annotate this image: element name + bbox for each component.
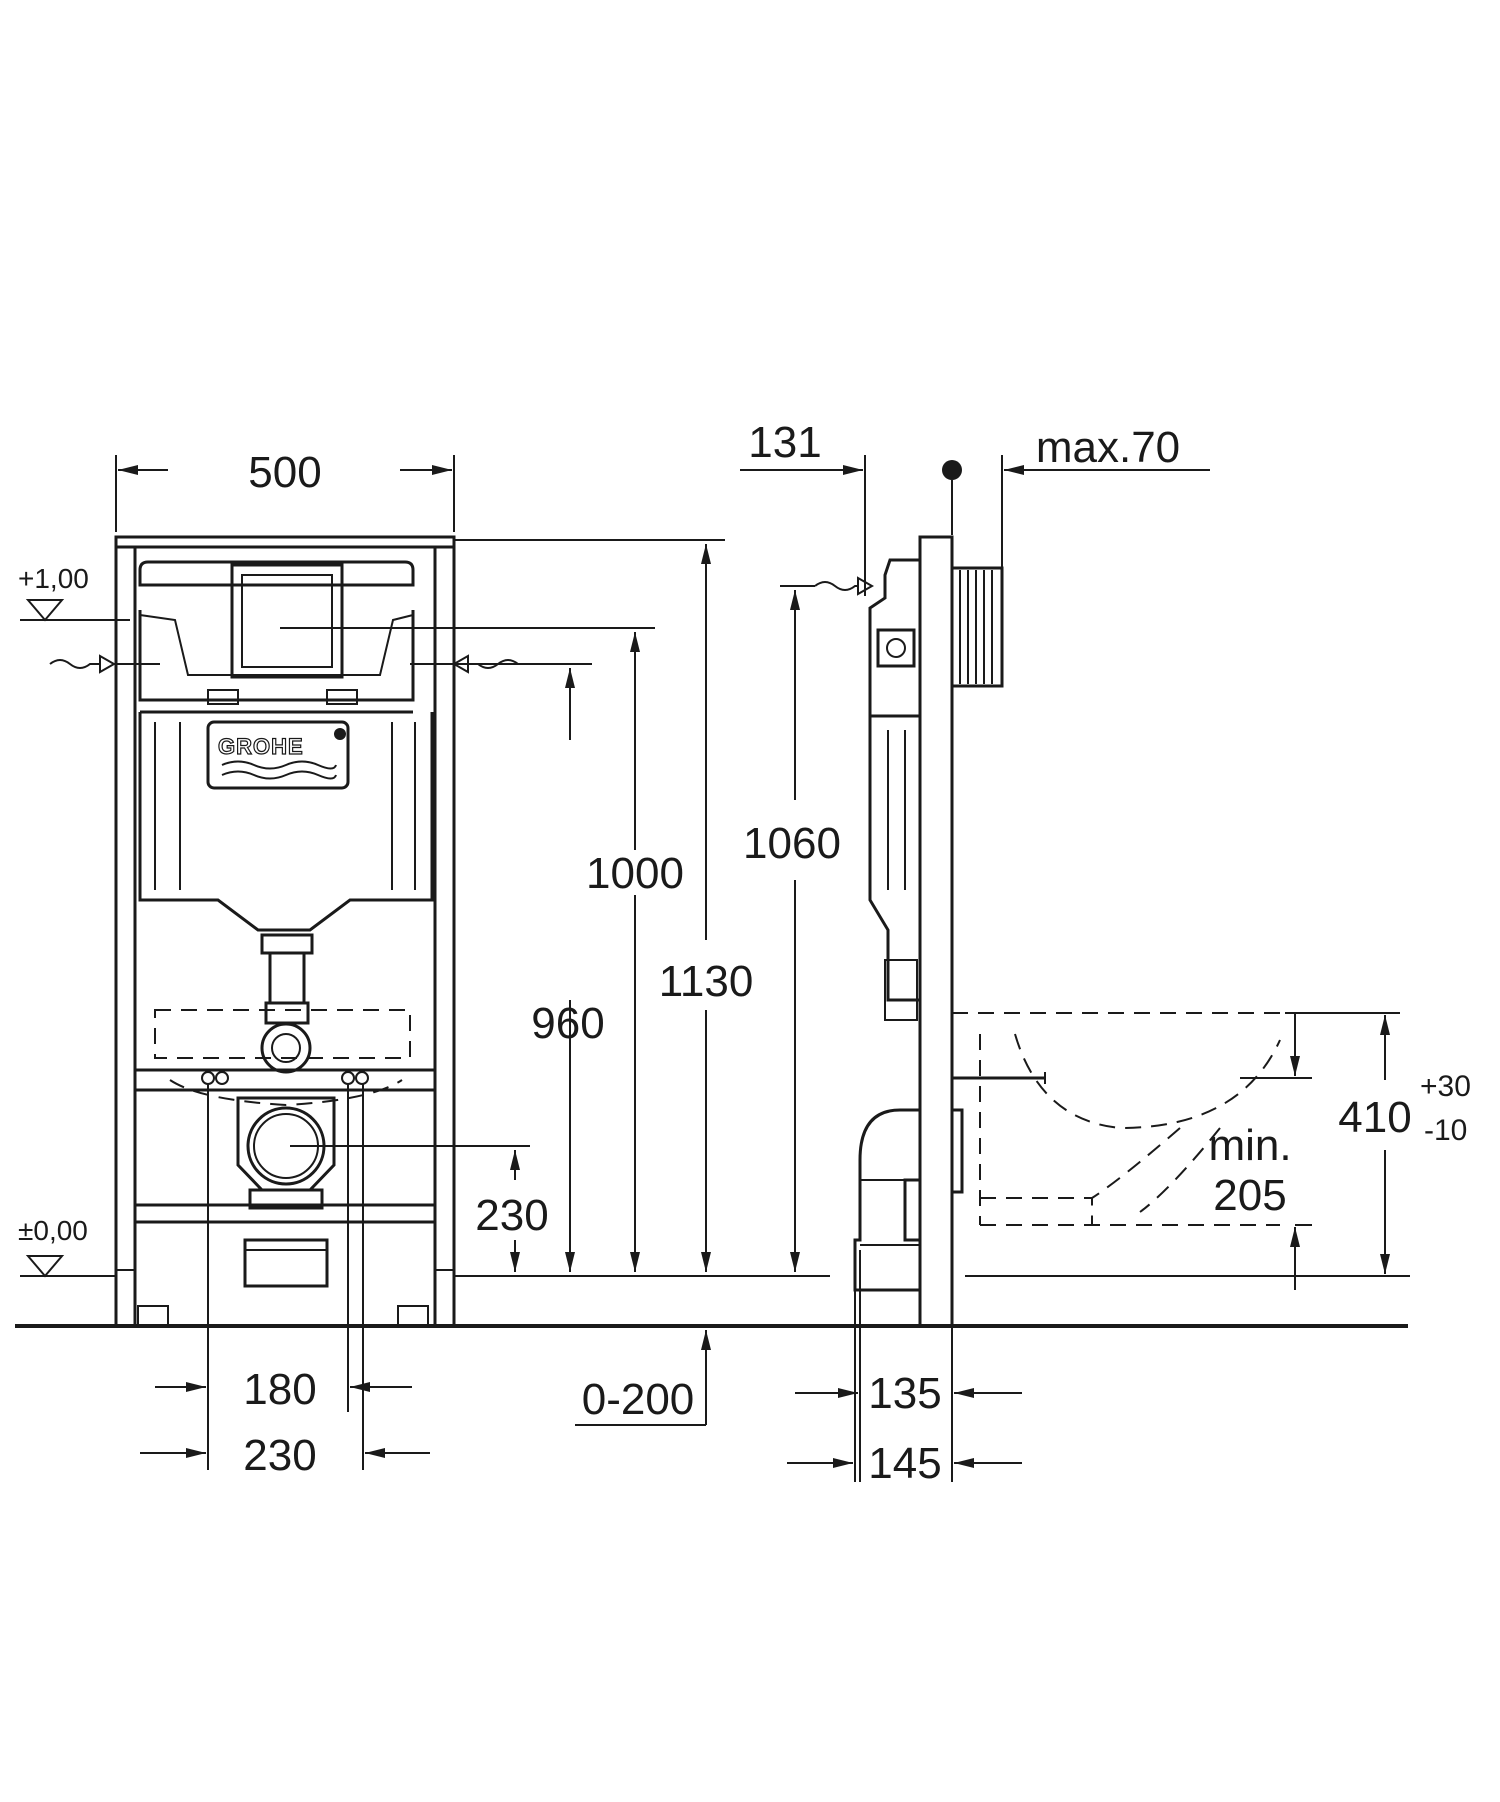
dim-height-1000: 1000 bbox=[586, 632, 684, 1272]
logo-text: GROHE bbox=[218, 734, 304, 759]
level-floor-label: ±0,00 bbox=[18, 1215, 88, 1246]
dim-410-tol-minus: -10 bbox=[1424, 1114, 1467, 1147]
dim-depth-131: 131 bbox=[740, 418, 866, 596]
front-frame bbox=[114, 535, 456, 1327]
dim-width-500: 500 bbox=[115, 448, 455, 532]
grohe-logo: GROHE bbox=[206, 720, 350, 790]
side-water-inlet bbox=[780, 576, 875, 596]
dim-0-200-label: 0-200 bbox=[582, 1375, 695, 1424]
side-waste-pipe bbox=[853, 1072, 1046, 1292]
dim-1130-label: 1130 bbox=[659, 957, 754, 1006]
dim-500-label: 500 bbox=[248, 448, 321, 497]
flush-pipe bbox=[154, 933, 411, 1288]
dim-height-230: 230 bbox=[475, 1150, 549, 1272]
dim-131-label: 131 bbox=[748, 418, 821, 467]
dim-1000-label: 1000 bbox=[586, 849, 684, 898]
dim-bottom-230: 230 bbox=[140, 1084, 430, 1480]
dim-180-label: 180 bbox=[243, 1365, 316, 1414]
dim-adjust-0-200: 0-200 bbox=[575, 1330, 711, 1426]
level-marker-top: +1,00 bbox=[18, 563, 130, 622]
dim-height-960: 960 bbox=[531, 668, 605, 1272]
dim-1060-label: 1060 bbox=[743, 819, 841, 868]
side-wc-bowl bbox=[952, 1012, 1285, 1226]
dim-min-205: min. 205 bbox=[1208, 1012, 1400, 1290]
dim-230-height-label: 230 bbox=[475, 1191, 548, 1240]
dim-205-label: 205 bbox=[1213, 1171, 1286, 1220]
side-cistern bbox=[868, 558, 1004, 1021]
cistern bbox=[138, 560, 434, 932]
dim-135-label: 135 bbox=[868, 1369, 941, 1418]
dim-height-1130: 1130 bbox=[659, 544, 754, 1272]
dim-bottom-135: 135 bbox=[795, 1250, 1022, 1482]
dim-bottom-145: 145 bbox=[787, 1290, 1022, 1488]
dim-230-bottom-label: 230 bbox=[243, 1431, 316, 1480]
dim-height-410: 410 +30 -10 bbox=[965, 1015, 1471, 1277]
dim-min-label: min. bbox=[1208, 1121, 1291, 1170]
level-top-label: +1,00 bbox=[18, 563, 89, 594]
dim-410-tol-plus: +30 bbox=[1420, 1070, 1471, 1103]
dim-960-label: 960 bbox=[531, 999, 604, 1048]
water-inlet-left bbox=[49, 654, 117, 674]
dim-max-70: max.70 bbox=[942, 423, 1210, 570]
dim-height-1060: 1060 bbox=[743, 590, 841, 1272]
dim-410-label: 410 bbox=[1338, 1093, 1411, 1142]
dim-max70-label: max.70 bbox=[1036, 423, 1180, 472]
dim-bottom-180: 180 bbox=[155, 1084, 412, 1414]
dim-145-label: 145 bbox=[868, 1439, 941, 1488]
level-marker-floor: ±0,00 bbox=[18, 1215, 116, 1278]
